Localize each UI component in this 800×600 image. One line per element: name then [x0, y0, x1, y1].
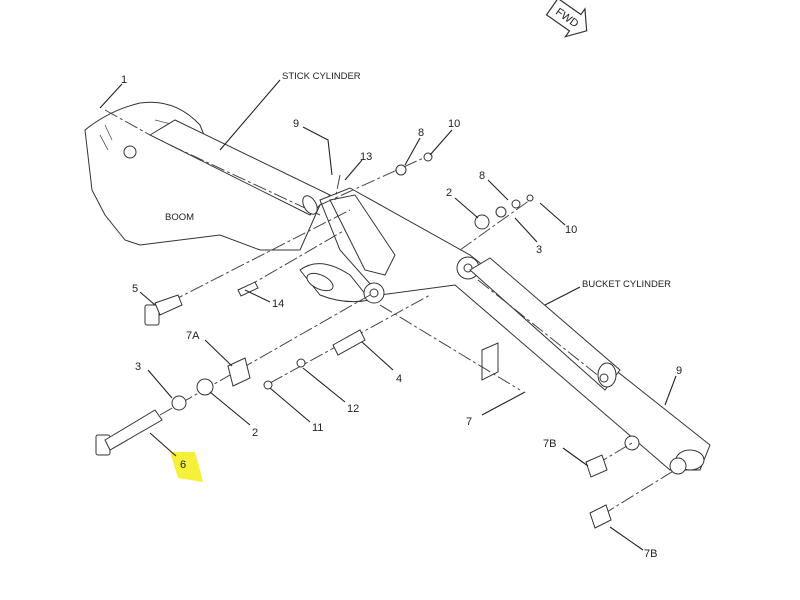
part-label-6: 6: [180, 459, 186, 471]
stick-drawing: [299, 187, 711, 475]
part-label-5: 5: [132, 283, 138, 295]
part-label-9: 9: [676, 365, 682, 377]
part-label-3: 3: [536, 244, 542, 256]
part-label-4: 4: [396, 373, 402, 385]
part-label-10: 10: [448, 118, 460, 130]
stick-cylinder-drawing: [148, 119, 331, 216]
part-label-13: 13: [360, 151, 372, 163]
part-label-7b: 7B: [543, 438, 556, 450]
part-label-3: 3: [135, 361, 141, 373]
part-label-7: 7: [466, 416, 472, 428]
part-label-14: 14: [272, 298, 284, 310]
part-label-7a: 7A: [186, 330, 200, 342]
part-label-2: 2: [252, 427, 258, 439]
part-label-9: 9: [293, 118, 299, 130]
exploded-parts: [95, 109, 676, 529]
part-label-11: 11: [312, 422, 323, 434]
part-label-1: 1: [121, 74, 127, 86]
leader-lines: [99, 79, 677, 551]
boom-label: BOOM: [165, 212, 194, 223]
bucket-cylinder-drawing: [469, 257, 621, 391]
part-label-8: 8: [418, 127, 424, 139]
part-label-12: 12: [347, 403, 359, 415]
part-label-8: 8: [479, 170, 485, 182]
bucket-cylinder-label: BUCKET CYLINDER: [582, 279, 671, 290]
part-6-highlight: [170, 452, 203, 482]
part-label-10: 10: [565, 224, 577, 236]
callout-labels: STICK CYLINDER BUCKET CYLINDER 1 9 8 10 …: [121, 71, 682, 560]
fwd-arrow-icon: FWD: [545, 0, 588, 38]
stick-cylinder-label: STICK CYLINDER: [282, 71, 361, 82]
part-label-2: 2: [446, 187, 452, 199]
part-label-7b: 7B: [644, 548, 657, 560]
